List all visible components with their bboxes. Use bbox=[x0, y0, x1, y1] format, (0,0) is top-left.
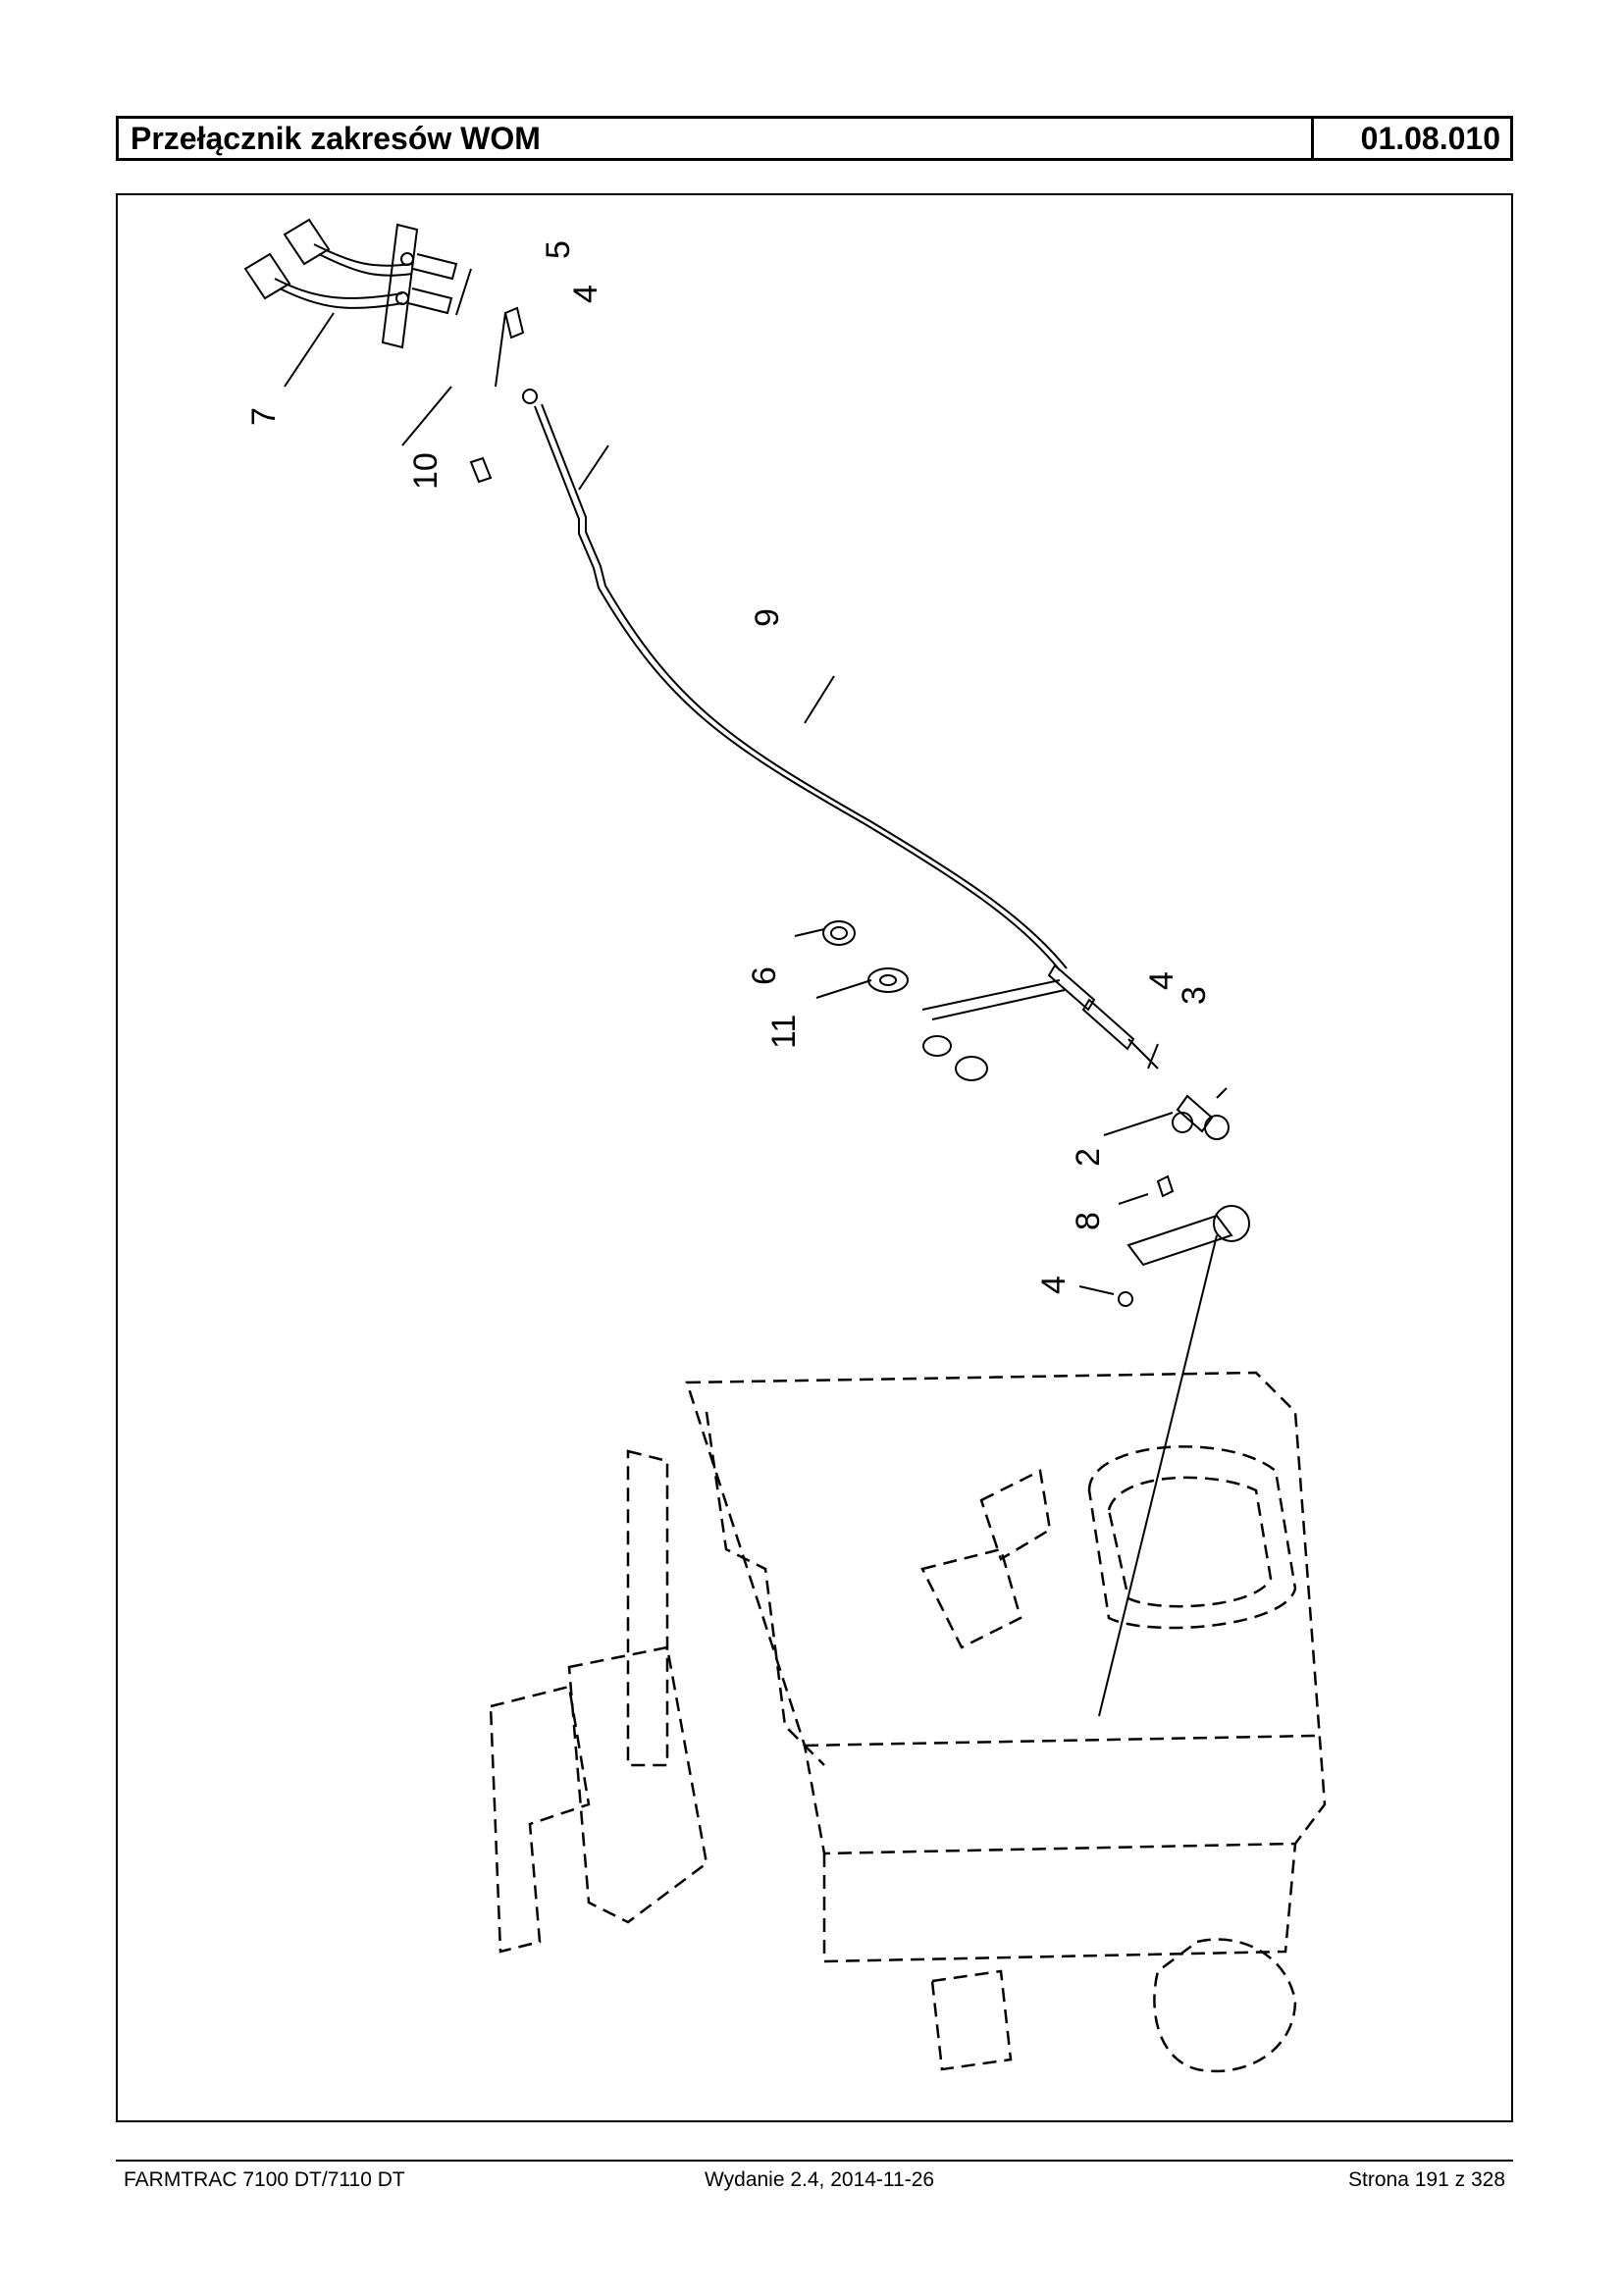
callout-4-mid: 4 bbox=[1143, 971, 1180, 990]
section-code: 01.08.010 bbox=[1360, 121, 1500, 156]
callout-2: 2 bbox=[1070, 1148, 1107, 1167]
callout-10: 10 bbox=[407, 452, 445, 490]
footer-model: FARMTRAC 7100 DT/7110 DT bbox=[124, 2168, 405, 2191]
callout-6: 6 bbox=[746, 966, 783, 985]
exploded-view-diagram: 7 5 4 10 9 6 11 4 3 2 8 4 bbox=[243, 218, 1327, 2073]
callout-8: 8 bbox=[1070, 1212, 1107, 1230]
callout-4-bottom: 4 bbox=[1035, 1276, 1073, 1294]
footer-edition: Wydanie 2.4, 2014-11-26 bbox=[705, 2168, 935, 2191]
transmission-housing bbox=[489, 1371, 1327, 2073]
footer-page-number: Strona 191 z 328 bbox=[1348, 2168, 1505, 2191]
nut-part-4 bbox=[522, 389, 538, 404]
page-title: Przełącznik zakresów WOM bbox=[119, 119, 1314, 158]
footer-divider bbox=[116, 2160, 1513, 2162]
pin-part-10 bbox=[469, 456, 493, 484]
callout-3: 3 bbox=[1176, 986, 1213, 1005]
page-header: Przełącznik zakresów WOM 01.08.010 bbox=[116, 116, 1513, 161]
lever-assembly bbox=[243, 218, 458, 349]
clevis-part-5 bbox=[503, 306, 525, 339]
callout-9: 9 bbox=[749, 608, 786, 627]
diagram-frame: 7 5 4 10 9 6 11 4 3 2 8 4 bbox=[116, 193, 1513, 2122]
callout-7: 7 bbox=[245, 407, 283, 426]
callout-4-top: 4 bbox=[567, 285, 604, 303]
callout-5: 5 bbox=[540, 240, 577, 259]
callout-11: 11 bbox=[765, 1015, 803, 1049]
